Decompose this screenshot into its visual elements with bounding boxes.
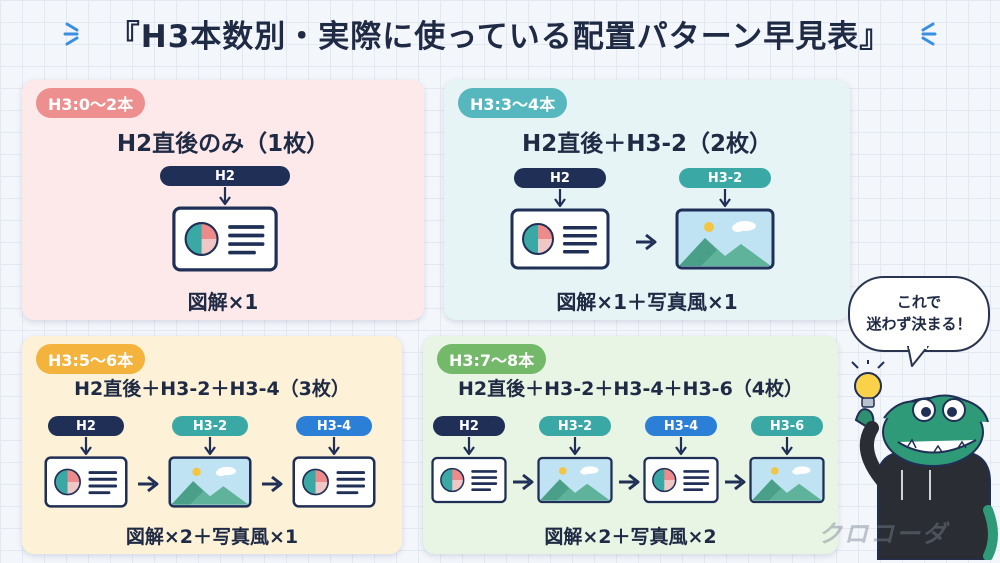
card-title: H2直後＋H3-2＋H3-4（3枚） bbox=[74, 378, 350, 400]
down-arrow-icon bbox=[568, 436, 582, 456]
right-arrow-icon bbox=[136, 474, 160, 494]
infographic-icon bbox=[44, 456, 128, 508]
card-title: H2直後のみ（1枚） bbox=[116, 131, 330, 157]
sparkle-right-icon bbox=[921, 22, 937, 46]
down-arrow-icon bbox=[553, 188, 567, 208]
image-slot-h3-4: H3-4 bbox=[292, 416, 376, 508]
image-slot-h3-2: H3-2 bbox=[674, 168, 776, 270]
down-arrow-icon bbox=[674, 436, 688, 456]
down-arrow-icon bbox=[203, 436, 217, 456]
card-title: H2直後＋H3-2（2枚） bbox=[521, 131, 773, 157]
heading-label: H2 bbox=[160, 166, 290, 186]
bubble-line-1: これで bbox=[896, 293, 942, 312]
down-arrow-icon bbox=[218, 186, 232, 206]
card-badge: H3:7〜8本 bbox=[437, 344, 547, 374]
card-footer: 図解×2＋写真風×1 bbox=[125, 526, 299, 548]
down-arrow-icon bbox=[780, 436, 794, 456]
heading-label: H2 bbox=[433, 416, 505, 436]
image-slot-h3-2: H3-2 bbox=[168, 416, 252, 508]
right-arrow-icon bbox=[617, 472, 641, 492]
infographic-icon bbox=[510, 208, 610, 270]
bubble-line-2: 迷わず決まる！ bbox=[866, 315, 972, 333]
heading-label: H2 bbox=[48, 416, 124, 436]
pattern-card-h3-3-4: H3:3〜4本 H2直後＋H3-2（2枚） H2 H3-2 図解×1＋写真風×1 bbox=[444, 80, 850, 320]
image-slot-h3-4: H3-4 bbox=[643, 416, 719, 504]
card-footer: 図解×1 bbox=[187, 290, 259, 314]
infographic-icon bbox=[292, 456, 376, 508]
pattern-card-h3-0-2: H3:0〜2本 H2直後のみ（1枚） H2 図解×1 bbox=[22, 80, 424, 320]
heading-label: H2 bbox=[514, 168, 606, 188]
heading-label: H3-4 bbox=[296, 416, 372, 436]
speech-bubble: これで 迷わず決まる！ bbox=[848, 276, 990, 352]
heading-label: H3-2 bbox=[172, 416, 248, 436]
lightbulb-icon bbox=[851, 360, 885, 408]
image-slot-h3-2: H3-2 bbox=[537, 416, 613, 504]
pattern-card-h3-7-8: H3:7〜8本 H2直後＋H3-2＋H3-4＋H3-6（4枚） H2 H3-2 … bbox=[423, 336, 838, 554]
photo-icon bbox=[537, 456, 613, 504]
page-title: 『H3本数別・実際に使っている配置パターン早見表』 bbox=[108, 18, 892, 55]
infographic-icon bbox=[431, 456, 507, 504]
card-badge: H3:3〜4本 bbox=[458, 88, 568, 118]
down-arrow-icon bbox=[327, 436, 341, 456]
down-arrow-icon bbox=[462, 436, 476, 456]
sparkle-left-icon bbox=[63, 22, 79, 46]
crocodile-mascot bbox=[851, 360, 998, 560]
infographic-icon bbox=[171, 206, 279, 272]
brand-watermark: クロコーダ bbox=[818, 520, 948, 548]
image-slot-h3-6: H3-6 bbox=[749, 416, 825, 504]
right-arrow-icon bbox=[634, 232, 658, 252]
photo-icon bbox=[168, 456, 252, 508]
right-arrow-icon bbox=[723, 472, 747, 492]
card-footer: 図解×2＋写真風×2 bbox=[544, 526, 717, 548]
image-slot-h2: H2 bbox=[44, 416, 128, 508]
card-badge: H3:5〜6本 bbox=[36, 344, 146, 374]
right-arrow-icon bbox=[511, 472, 535, 492]
right-arrow-icon bbox=[260, 474, 284, 494]
pattern-card-h3-5-6: H3:5〜6本 H2直後＋H3-2＋H3-4（3枚） H2 H3-2 H3-4 … bbox=[22, 336, 402, 554]
down-arrow-icon bbox=[718, 188, 732, 208]
bubble-tail bbox=[907, 346, 929, 367]
card-footer: 図解×1＋写真風×1 bbox=[556, 290, 738, 314]
card-title: H2直後＋H3-2＋H3-4＋H3-6（4枚） bbox=[457, 378, 804, 400]
card-badge: H3:0〜2本 bbox=[36, 88, 146, 118]
image-slot-h2: H2 bbox=[431, 416, 507, 504]
heading-label: H3-2 bbox=[679, 168, 771, 188]
image-slot-h2: H2 bbox=[160, 166, 290, 272]
infographic-icon bbox=[643, 456, 719, 504]
heading-label: H3-6 bbox=[751, 416, 823, 436]
page-header: 『H3本数別・実際に使っている配置パターン早見表』 bbox=[0, 8, 1000, 58]
heading-label: H3-2 bbox=[539, 416, 611, 436]
photo-icon bbox=[674, 208, 776, 270]
image-slot-h2: H2 bbox=[510, 168, 610, 270]
heading-label: H3-4 bbox=[645, 416, 717, 436]
photo-icon bbox=[749, 456, 825, 504]
down-arrow-icon bbox=[79, 436, 93, 456]
